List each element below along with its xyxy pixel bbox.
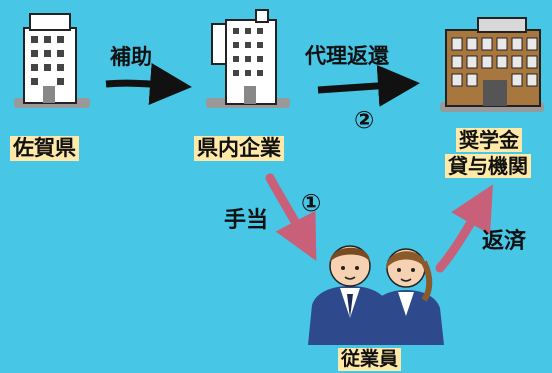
node-label-company: 県内企業: [194, 136, 284, 161]
step-number-two: ②: [354, 106, 375, 134]
allowance-arrow: [265, 173, 317, 261]
saga-building-icon: [14, 13, 90, 108]
proxy-repay-arrow: [317, 64, 420, 107]
company-building-icon: [206, 9, 290, 108]
edge-label-allowance: 手当: [224, 208, 269, 233]
node-label-lender-line1: 奨学金: [456, 128, 522, 152]
step-number-one: ①: [301, 189, 322, 217]
repay-arrow: [435, 184, 493, 273]
node-label-employee: 従業員: [338, 348, 402, 371]
edge-label-subsidy: 補助: [110, 45, 152, 69]
edge-label-proxy-repay: 代理返還: [305, 44, 389, 68]
node-label-lender-line2: 貸与機関: [445, 154, 531, 178]
lender-building-icon: [440, 17, 544, 112]
female-employee-icon: [368, 248, 444, 345]
edge-label-repay: 返済: [482, 229, 527, 254]
subsidy-arrow: [105, 63, 192, 105]
node-label-saga: 佐賀県: [10, 136, 79, 161]
